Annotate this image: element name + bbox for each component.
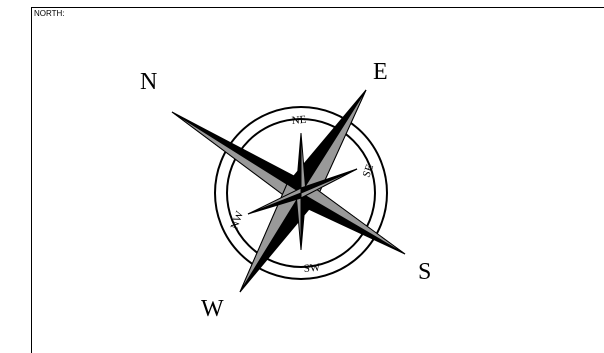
ring-label-sw: SW	[303, 262, 321, 275]
cardinal-south: S	[418, 259, 431, 285]
ring-label-ne: NE	[291, 114, 307, 127]
south-point-light	[301, 186, 405, 254]
cardinal-west: W	[201, 296, 224, 322]
secondary-point-down	[301, 193, 306, 250]
cardinal-east: E	[373, 59, 388, 85]
ring-label-nw: NW	[229, 209, 247, 231]
cardinal-north: N	[140, 69, 157, 95]
north-point-light	[172, 112, 301, 200]
secondary-point-up	[296, 133, 301, 193]
